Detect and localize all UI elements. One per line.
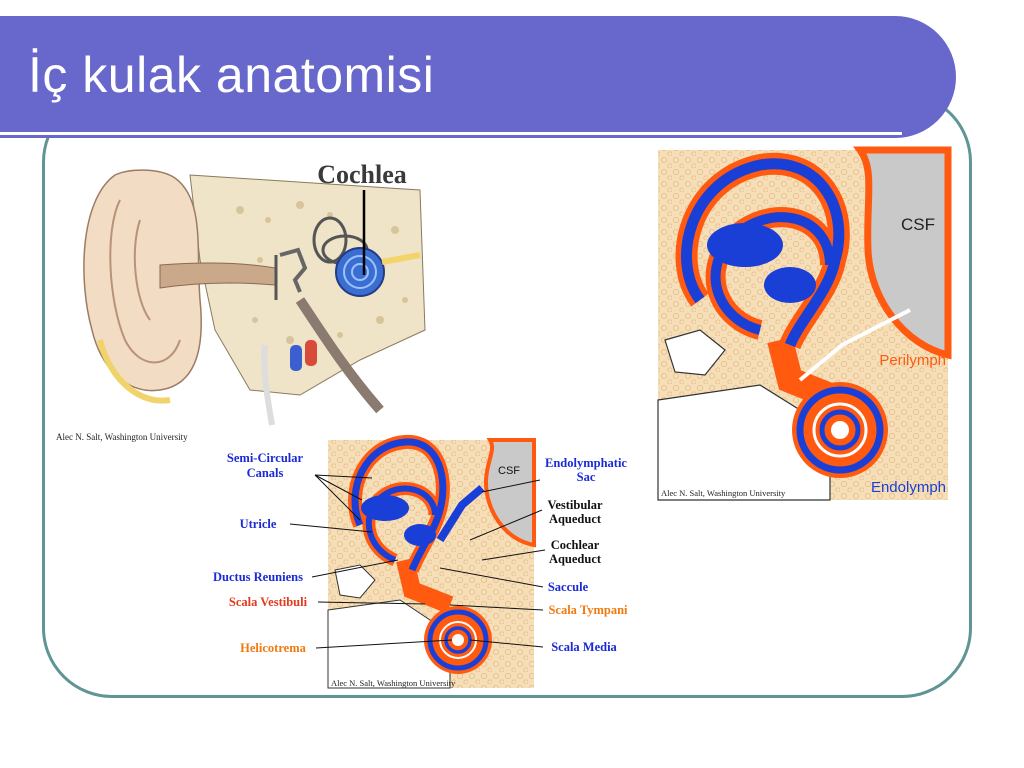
- styloid-process: [261, 344, 275, 426]
- endolymph-label: Endolymph: [871, 479, 946, 496]
- auditory-nerve: [381, 252, 421, 265]
- scala-tympani-label: Scala Tympani: [548, 603, 628, 617]
- semi-circular-canals-label: Semi-Circular: [227, 451, 304, 465]
- ear-figure-credit: Alec N. Salt, Washington University: [56, 432, 188, 442]
- csf-region: [853, 146, 952, 360]
- inner-ear-fluids-figure: CSF Perilymph Endolymph Alec N. Salt, Wa…: [657, 146, 952, 501]
- ductus-reuniens-label: Ductus Reuniens: [213, 570, 303, 584]
- endolymphatic-sac-label: Endolymphatic: [545, 456, 627, 470]
- utricle-blob: [707, 223, 783, 267]
- cochlear-aqueduct-label: Cochlear: [551, 538, 600, 552]
- labeled-csf-label: CSF: [498, 465, 520, 477]
- ear-anatomy-figure: Cochlea Alec N. Salt, Washington Univers…: [56, 160, 426, 442]
- perilymph-label: Perilymph: [879, 352, 946, 369]
- eustachian-tube: [295, 297, 384, 414]
- scala-vestibuli-label: Scala Vestibuli: [229, 595, 308, 609]
- aqueduct: [798, 308, 911, 382]
- cochlear-aqueduct-label-line-2: Aqueduct: [549, 552, 602, 566]
- endolymphatic-duct: [436, 484, 485, 543]
- saccule-label: Saccule: [548, 580, 589, 594]
- semicircular-canals: [312, 216, 348, 264]
- pinna-inner-fold: [133, 219, 151, 321]
- endolymphatic-sac-label-line-2: Sac: [577, 470, 596, 484]
- cartilage: [97, 339, 171, 404]
- stapes-footplate: [664, 329, 726, 376]
- endolymph-canal-1: [681, 158, 845, 348]
- bottom-figure-credit: Alec N. Salt, Washington University: [331, 678, 456, 688]
- ossicles: [279, 247, 308, 293]
- title-underline: [0, 132, 902, 135]
- semi-circular-canals-label-line-2: Canals: [247, 466, 284, 480]
- vestibular-aqueduct-label-line-2: Aqueduct: [549, 512, 602, 526]
- slide-title: İç kulak anatomisi: [28, 47, 435, 103]
- helicotrema-label: Helicotrema: [240, 641, 306, 655]
- utricle-label: Utricle: [240, 517, 277, 531]
- cochlea-endolymph: [796, 386, 884, 474]
- labeled-inner-ear-figure: CSF Alec N. Salt, Washington University …: [213, 435, 628, 689]
- right-figure-credit: Alec N. Salt, Washington University: [661, 488, 786, 498]
- scala-media-label: Scala Media: [551, 640, 617, 654]
- csf-label: CSF: [901, 215, 935, 234]
- vestibular-aqueduct-label: Vestibular: [547, 498, 603, 512]
- labeled-utricle: [361, 495, 409, 521]
- cochlea-label: Cochlea: [317, 160, 407, 189]
- artery: [305, 340, 317, 366]
- vein: [290, 345, 302, 371]
- right-leader-lines: [439, 479, 546, 648]
- title-bar: [0, 16, 956, 138]
- left-leader-lines: [289, 474, 453, 649]
- pinna-fold: [109, 199, 181, 364]
